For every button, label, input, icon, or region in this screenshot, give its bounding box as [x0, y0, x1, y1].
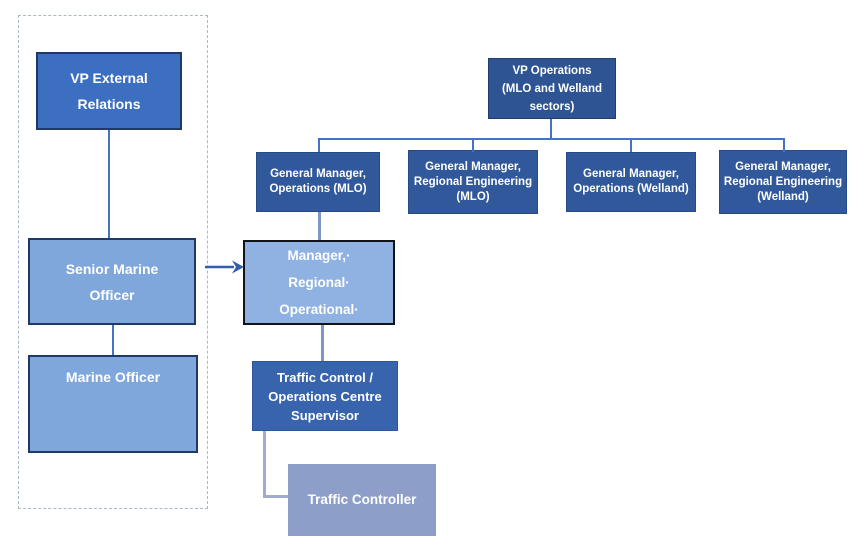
connector-supervisor-controller-elbow-horizontal	[263, 495, 288, 498]
connector-drop-gm-regional-engineering-mlo	[472, 138, 474, 152]
connector-seniormarine-marineofficer	[112, 325, 114, 355]
connector-gmoperationsmlo-manager	[318, 212, 321, 240]
marine-group-dashed-frame	[18, 15, 208, 509]
connector-drop-gm-regional-engineering-welland	[783, 138, 785, 152]
node-vp-external-relations: VP External Relations	[36, 52, 182, 130]
node-traffic-control-supervisor: Traffic Control / Operations Centre Supe…	[252, 361, 398, 431]
node-gm-regional-engineering-welland: General Manager, Regional Engineering (W…	[719, 150, 847, 214]
connector-gm-rail	[318, 138, 785, 140]
connector-drop-gm-operations-welland	[630, 138, 632, 152]
node-gm-regional-engineering-mlo: General Manager, Regional Engineering (M…	[408, 150, 538, 214]
node-gm-operations-mlo: General Manager, Operations (MLO)	[256, 152, 380, 212]
node-senior-marine-officer: Senior Marine Officer	[28, 238, 196, 325]
connector-vpoperations-stub	[550, 119, 552, 138]
arrow-right-icon	[205, 260, 244, 274]
node-traffic-controller: Traffic Controller	[288, 464, 436, 536]
connector-manager-trafficcontrolsupervisor	[321, 325, 324, 361]
node-marine-officer: Marine Officer	[28, 355, 198, 453]
connector-supervisor-controller-elbow-vertical	[263, 431, 266, 498]
connector-drop-gm-operations-mlo	[318, 138, 320, 152]
node-vp-operations: VP Operations (MLO and Welland sectors)	[488, 58, 616, 119]
connector-vpexternal-seniormarine	[108, 130, 110, 238]
node-manager-regional-operational: Manager,· Regional· Operational·	[243, 240, 395, 325]
node-gm-operations-welland: General Manager, Operations (Welland)	[566, 152, 696, 212]
